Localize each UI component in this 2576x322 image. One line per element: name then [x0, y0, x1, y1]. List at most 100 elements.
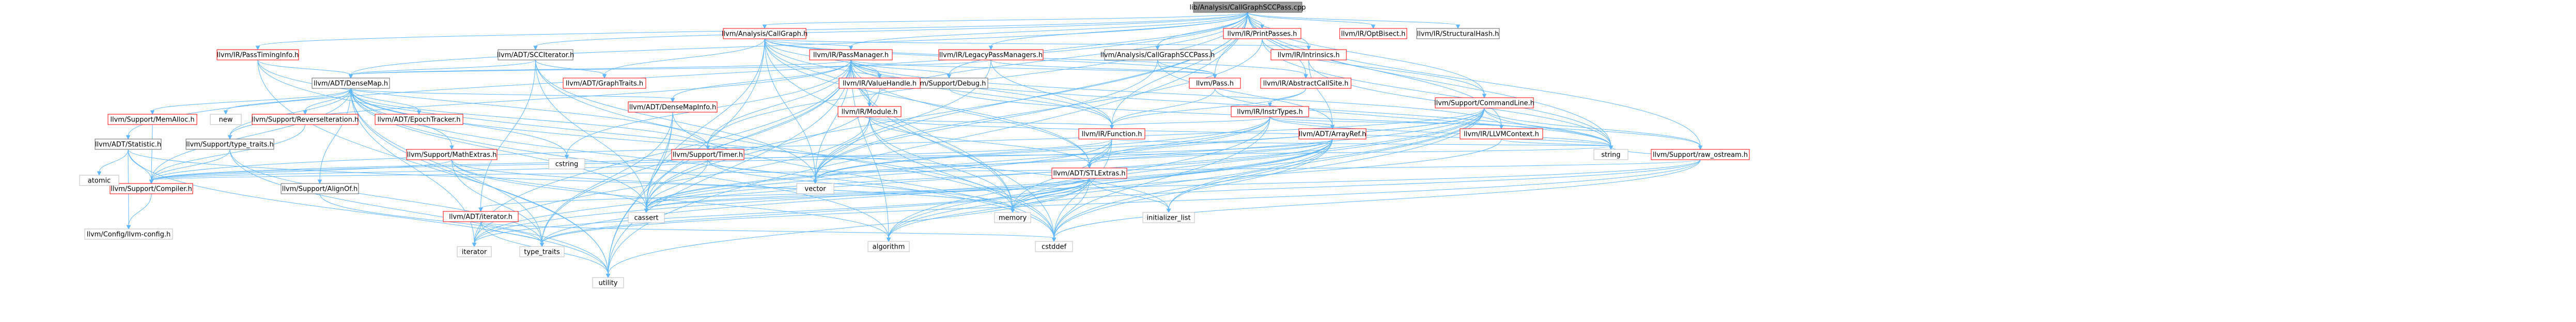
graph-edge	[150, 88, 351, 115]
graph-node-box	[1270, 49, 1347, 60]
graph-node-box	[1339, 28, 1407, 39]
graph-node-box	[938, 49, 1044, 60]
graph-node-mathextras-h[interactable]: llvm/Support/MathExtras.h	[406, 149, 498, 160]
graph-edge	[1087, 139, 1333, 169]
graph-edge	[452, 159, 891, 242]
graph-edge	[1501, 139, 1613, 150]
graph-node-label: type_traits	[524, 249, 560, 256]
graph-edge	[1109, 116, 1270, 130]
graph-edge	[533, 12, 1248, 51]
graph-node-typetraits-h[interactable]: llvm/Support/type_traits.h	[185, 139, 274, 150]
graph-node-llvmcontext-h[interactable]: llvm/IR/LLVMContext.h	[1460, 128, 1543, 140]
graph-node-label: initializer_list	[1146, 214, 1190, 222]
graph-node-atomic: atomic	[79, 175, 119, 186]
graph-node-box	[867, 241, 910, 252]
graph-node-iterator-h[interactable]: llvm/ADT/iterator.h	[443, 211, 519, 222]
graph-edge	[1111, 139, 1613, 150]
graph-edge	[1262, 38, 1487, 99]
graph-node-box	[79, 175, 119, 186]
graph-edge	[644, 12, 1248, 213]
graph-node-box	[84, 228, 173, 240]
graph-node-label: llvm/Analysis/CallGraph.h	[722, 30, 808, 38]
graph-edge	[348, 59, 536, 79]
graph-node-legacypm-h[interactable]: llvm/IR/LegacyPassManagers.h	[938, 49, 1044, 60]
graph-node-box	[457, 246, 492, 257]
graph-node-label: llvm/ADT/SCCIterator.h	[497, 52, 574, 59]
graph-edge	[1109, 88, 1215, 130]
graph-node-label: lib/Analysis/CallGraphSCCPass.cpp	[1190, 4, 1306, 12]
graph-edge	[850, 59, 952, 79]
graph-node-pass-h[interactable]: llvm/Pass.h	[1189, 78, 1241, 89]
graph-node-structuralhash-h[interactable]: llvm/IR/StructuralHash.h	[1416, 28, 1500, 39]
graph-node-stlextras-h[interactable]: llvm/ADT/STLExtras.h	[1051, 167, 1127, 179]
graph-node-debug-h[interactable]: llvm/Support/Debug.h	[910, 78, 988, 89]
graph-node-new: new	[210, 114, 242, 125]
graph-edge	[1269, 116, 1504, 130]
graph-node-label: llvm/IR/OptBisect.h	[1341, 30, 1406, 38]
graph-node-graphtraits-h[interactable]: llvm/ADT/GraphTraits.h	[563, 78, 646, 89]
graph-node-box	[1104, 49, 1211, 60]
graph-edge	[990, 59, 1114, 130]
graph-node-label: llvm/Support/MemAlloc.h	[110, 116, 194, 124]
graph-node-box	[1142, 212, 1195, 223]
graph-node-module-h[interactable]: llvm/IR/Module.h	[837, 106, 902, 117]
graph-node-cassert: cassert	[628, 212, 665, 223]
graph-edge	[452, 159, 1015, 213]
graph-node-densemap-h[interactable]: llvm/ADT/DenseMap.h	[312, 78, 390, 89]
graph-node-box	[1651, 149, 1750, 160]
graph-node-box	[628, 101, 718, 113]
graph-node-epochtracker-h[interactable]: llvm/ADT/EpochTracker.h	[375, 114, 463, 125]
graph-node-callgraph-h[interactable]: llvm/Analysis/CallGraph.h	[722, 28, 808, 39]
graph-edge	[350, 88, 675, 103]
graph-node-box	[216, 49, 299, 60]
graph-edge	[478, 178, 1090, 212]
graph-node-label: llvm/Support/MathExtras.h	[407, 151, 497, 159]
graph-node-valuehandle-h[interactable]: llvm/IR/ValueHandle.h	[839, 78, 921, 89]
graph-node-box	[1593, 149, 1628, 160]
graph-node-label: llvm/Support/type_traits.h	[186, 141, 274, 149]
graph-edge	[764, 38, 1311, 51]
graph-node-scc-pass-h[interactable]: llvm/Analysis/CallGraphSCCPass.h	[1100, 49, 1215, 60]
graph-edges	[97, 12, 1703, 279]
graph-node-timer-h[interactable]: llvm/Support/Timer.h	[671, 149, 744, 160]
graph-node-box	[406, 149, 498, 160]
graph-node-abstractcallsite-h[interactable]: llvm/IR/AbstractCallSite.h	[1260, 78, 1352, 89]
graph-node-initializer-list: initializer_list	[1142, 212, 1195, 223]
graph-node-label: llvm/ADT/GraphTraits.h	[566, 80, 643, 88]
graph-node-passtiminginfo-h[interactable]: llvm/IR/PassTimingInfo.h	[216, 49, 299, 60]
graph-node-box	[312, 78, 390, 89]
graph-node-box	[95, 139, 162, 150]
graph-node-scciterator-h[interactable]: llvm/ADT/SCCIterator.h	[497, 49, 574, 60]
graph-node-alignof-h[interactable]: llvm/Support/AlignOf.h	[281, 183, 359, 194]
graph-node-instrtypes-h[interactable]: llvm/IR/InstrTypes.h	[1231, 106, 1309, 117]
graph-node-arrayref-h[interactable]: llvm/ADT/ArrayRef.h	[1298, 128, 1367, 140]
graph-edge	[223, 88, 351, 115]
graph-node-intrinsics-h[interactable]: llvm/IR/Intrinsics.h	[1270, 49, 1347, 60]
graph-node-optbisect-h[interactable]: llvm/IR/OptBisect.h	[1339, 28, 1407, 39]
graph-node-box	[1298, 128, 1367, 140]
graph-node-box	[1035, 241, 1073, 252]
graph-node-box	[1460, 128, 1543, 140]
graph-node-printpasses-h[interactable]: llvm/IR/PrintPasses.h	[1223, 28, 1301, 39]
graph-node-label: llvm/Support/CommandLine.h	[1434, 100, 1534, 108]
graph-node-compiler-h[interactable]: llvm/Support/Compiler.h	[110, 183, 193, 194]
graph-edge	[1247, 12, 1376, 29]
graph-node-statistic-h[interactable]: llvm/ADT/Statistic.h	[95, 139, 162, 150]
graph-nodes: lib/Analysis/CallGraphSCCPass.cpp llvm/An…	[79, 2, 1750, 288]
graph-edge	[949, 88, 1703, 150]
graph-node-memalloc-h[interactable]: llvm/Support/MemAlloc.h	[107, 114, 197, 125]
graph-edge	[126, 12, 1248, 140]
graph-node-reverseiter-h[interactable]: llvm/Support/ReverseIteration.h	[252, 114, 359, 125]
graph-node-commandline-h[interactable]: llvm/Support/CommandLine.h	[1434, 97, 1534, 109]
graph-node-passmanager-h[interactable]: llvm/IR/PassManager.h	[809, 49, 893, 60]
graph-edge	[480, 221, 1057, 242]
graph-node-rawostream-h[interactable]: llvm/Support/raw_ostream.h	[1651, 149, 1750, 160]
graph-node-box	[1223, 28, 1301, 39]
graph-node-densemapinfo-h[interactable]: llvm/ADT/DenseMapInfo.h	[628, 101, 718, 113]
graph-edge	[602, 38, 765, 79]
graph-node-box	[1416, 28, 1500, 39]
graph-node-box	[1193, 2, 1302, 13]
graph-node-function-h[interactable]: llvm/IR/Function.h	[1078, 128, 1145, 140]
graph-edge	[350, 88, 891, 242]
graph-node-label: llvm/Support/AlignOf.h	[282, 186, 358, 193]
